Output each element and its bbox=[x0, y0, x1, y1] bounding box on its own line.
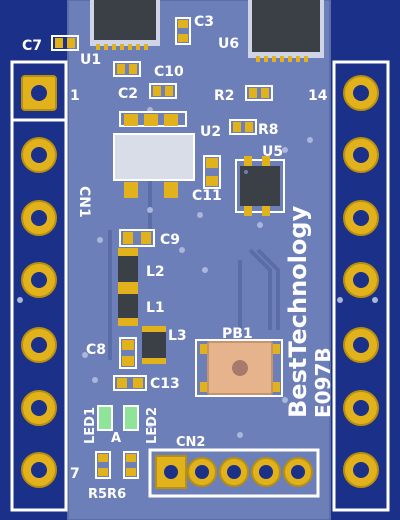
label-r8: R8 bbox=[258, 122, 279, 138]
label-c13: C13 bbox=[150, 376, 180, 392]
cn1-outline bbox=[10, 60, 68, 512]
label-u6: U6 bbox=[218, 36, 239, 52]
u5-chip bbox=[235, 156, 285, 216]
label-u2: U2 bbox=[200, 124, 221, 140]
label-led1: LED1 bbox=[83, 407, 98, 444]
led1-body bbox=[97, 405, 113, 431]
label-r2: R2 bbox=[214, 88, 235, 104]
leds bbox=[97, 405, 139, 431]
label-c9: C9 bbox=[160, 232, 180, 248]
label-pin-7: 7 bbox=[70, 466, 80, 482]
u6-chip bbox=[248, 0, 324, 62]
label-c10: C10 bbox=[154, 64, 184, 80]
silkscreen-labels: C7 U1 C3 U6 C2 C10 R2 1 14 U2 R8 U5 C11 … bbox=[22, 14, 335, 502]
right-header-outline bbox=[332, 60, 390, 512]
u2-regulator bbox=[113, 111, 195, 198]
label-c2: C2 bbox=[118, 86, 138, 102]
label-pb1: PB1 bbox=[222, 326, 253, 342]
led2-body bbox=[123, 405, 139, 431]
label-c3: C3 bbox=[194, 14, 214, 30]
inductors bbox=[118, 248, 166, 364]
label-cn2: CN2 bbox=[176, 435, 205, 450]
cn1-pins bbox=[21, 75, 57, 488]
label-model: E097B bbox=[311, 347, 335, 418]
label-pin-1: 1 bbox=[70, 88, 80, 104]
label-c7: C7 bbox=[22, 38, 42, 54]
passive-pads bbox=[51, 17, 273, 479]
label-u1: U1 bbox=[80, 52, 101, 68]
label-a: A bbox=[111, 431, 121, 446]
label-l1: L1 bbox=[146, 300, 165, 316]
label-led2: LED2 bbox=[145, 407, 160, 444]
cn2-header bbox=[148, 448, 320, 498]
label-r5r6: R5R6 bbox=[88, 487, 126, 502]
label-l3: L3 bbox=[168, 328, 187, 344]
label-c8: C8 bbox=[86, 342, 106, 358]
pb1-button bbox=[195, 339, 283, 397]
right-header-pins bbox=[343, 75, 379, 488]
label-l2: L2 bbox=[146, 264, 165, 280]
u1-chip bbox=[90, 0, 160, 50]
label-u5: U5 bbox=[262, 144, 283, 160]
label-cn1: CN1 bbox=[76, 186, 92, 218]
label-brand: BestTechnology bbox=[284, 205, 312, 418]
label-pin-14: 14 bbox=[308, 88, 328, 104]
label-c11: C11 bbox=[192, 188, 222, 204]
